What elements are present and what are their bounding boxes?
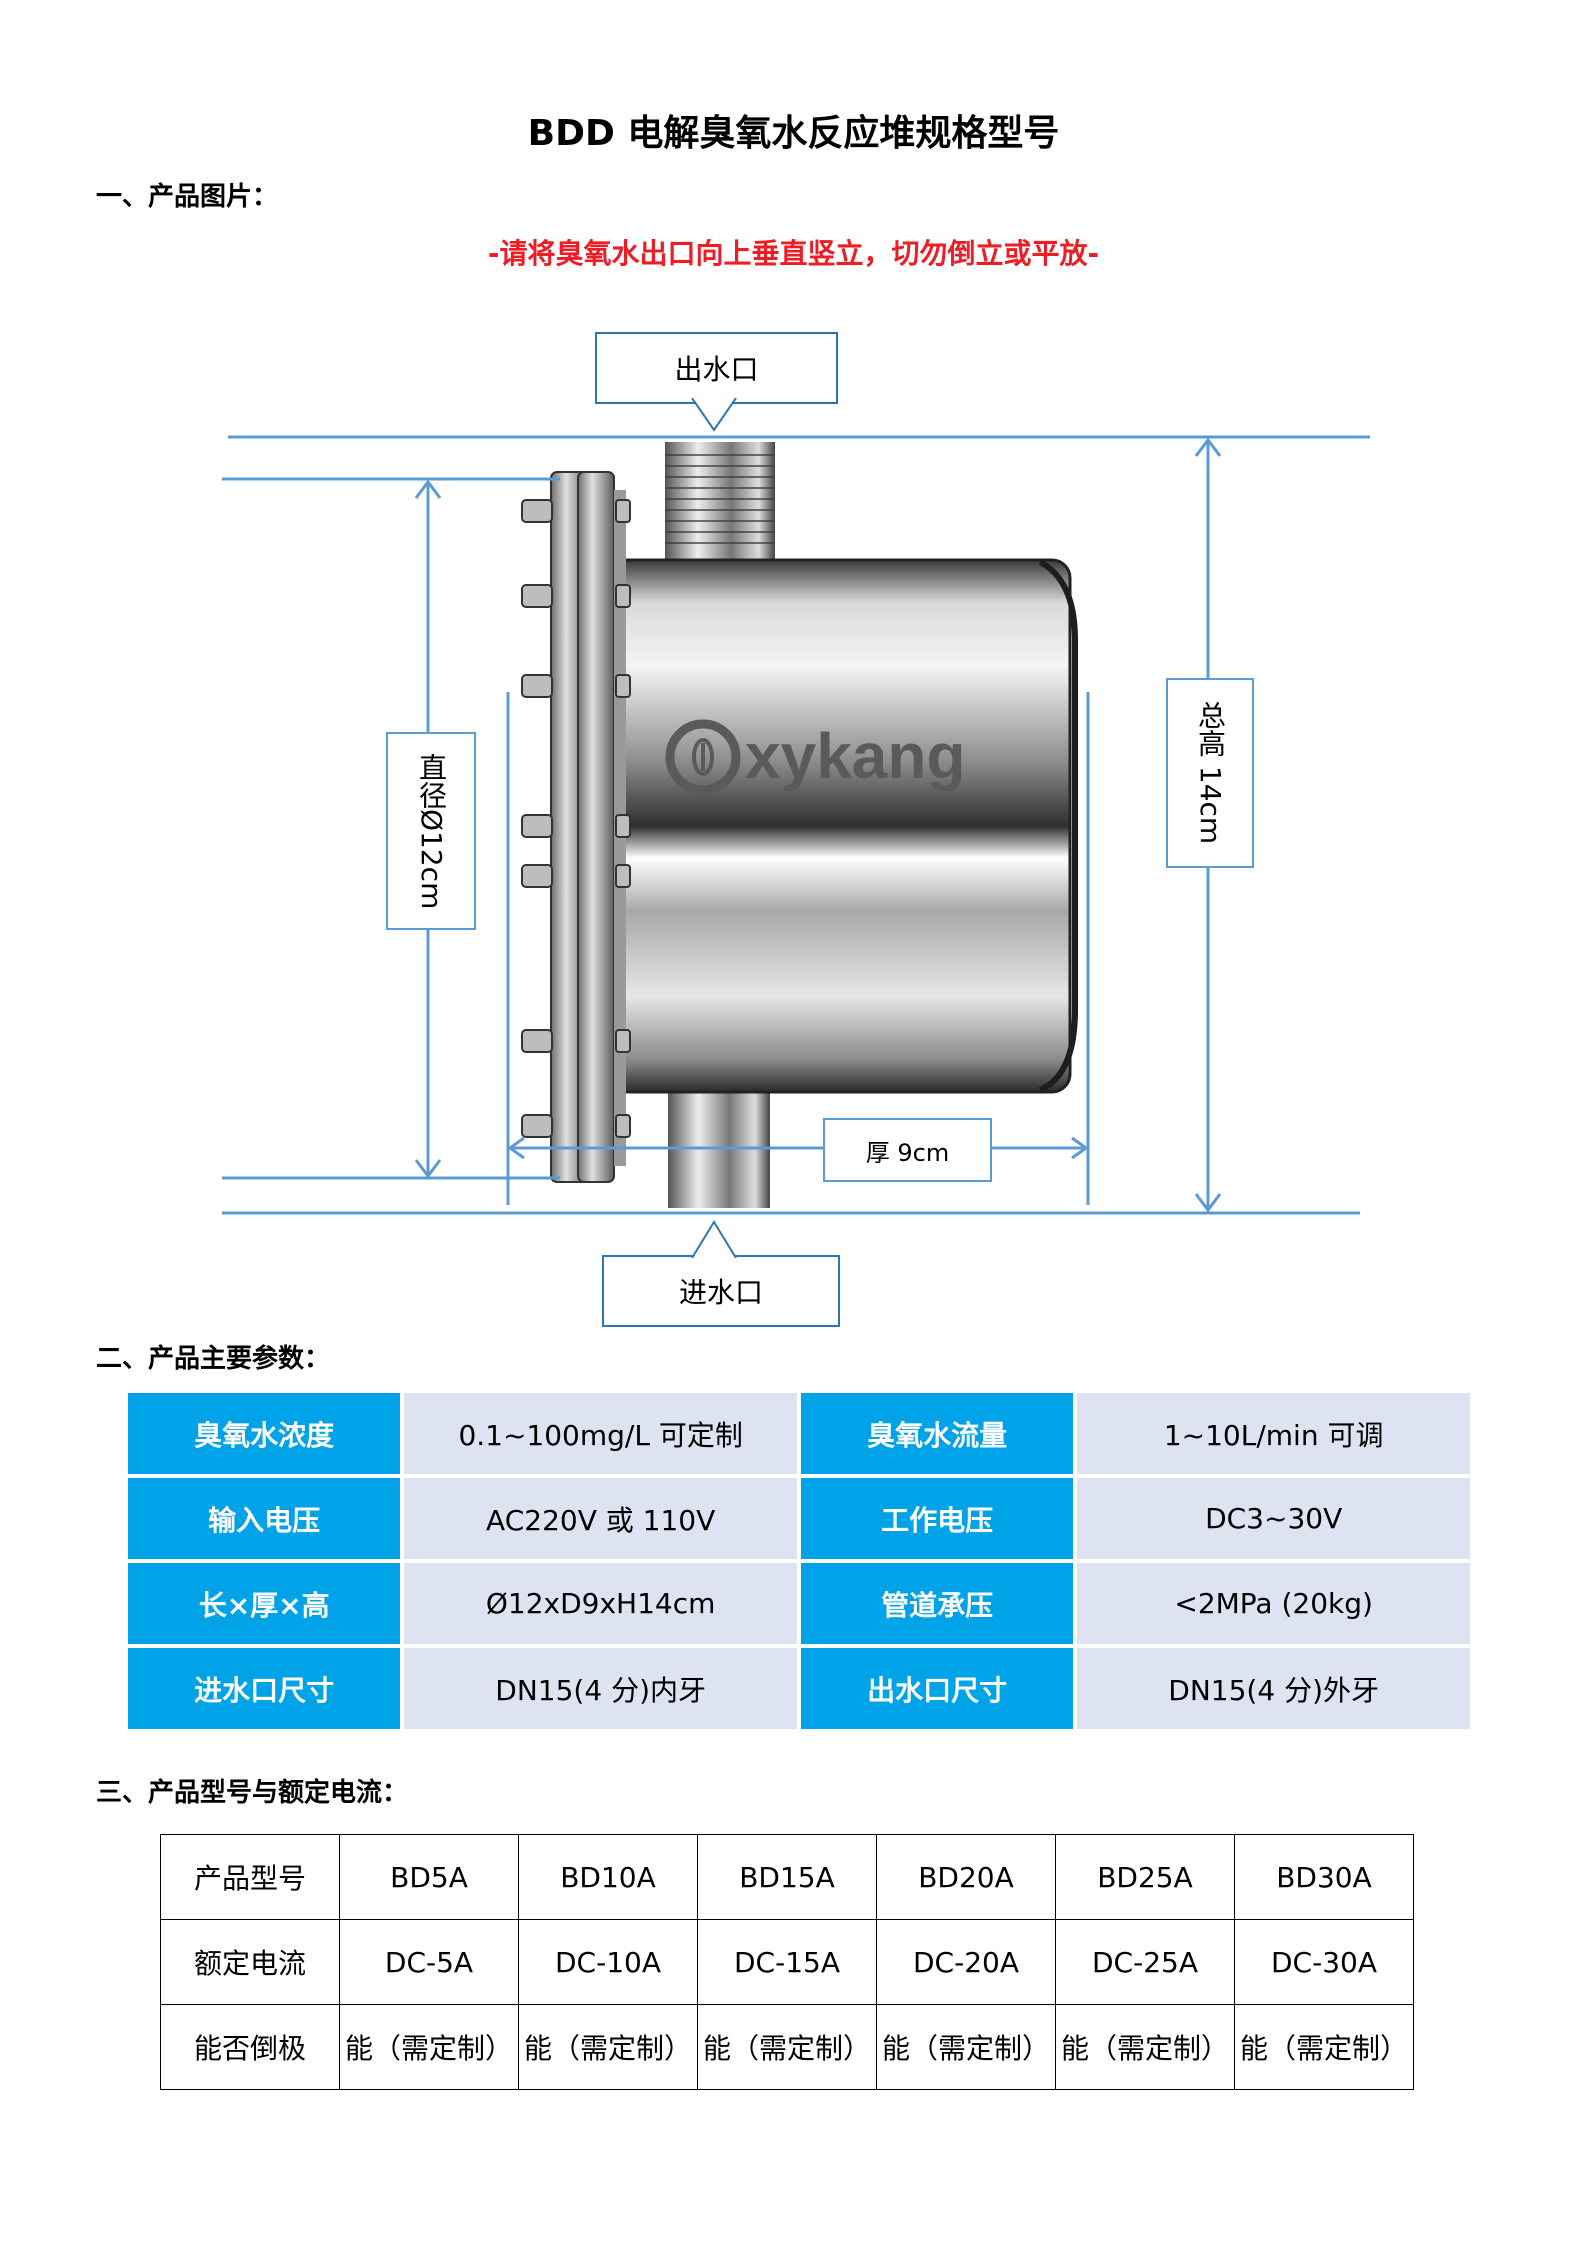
param-key: 工作电压 bbox=[800, 1478, 1074, 1559]
table-cell: BD20A bbox=[876, 1834, 1056, 1920]
param-value: AC220V 或 110V bbox=[404, 1478, 797, 1559]
table-row: 进水口尺寸 DN15(4 分)内牙 出水口尺寸 DN15(4 分)外牙 bbox=[128, 1648, 1470, 1729]
table-cell: 额定电流 bbox=[160, 1919, 340, 2005]
table-cell: 能（需定制） bbox=[339, 2004, 519, 2090]
outlet-callout: 出水口 bbox=[595, 332, 838, 404]
table-cell: BD15A bbox=[697, 1834, 877, 1920]
diameter-label: 直径Ø12cm bbox=[386, 732, 476, 930]
table-cell: DC-25A bbox=[1055, 1919, 1235, 2005]
thickness-label: 厚 9cm bbox=[823, 1118, 992, 1182]
inlet-callout-pointer bbox=[691, 1220, 737, 1258]
table-row: 能否倒极 能（需定制） 能（需定制） 能（需定制） 能（需定制） 能（需定制） … bbox=[160, 2004, 1414, 2090]
table-cell: BD30A bbox=[1234, 1834, 1414, 1920]
param-key: 长×厚×高 bbox=[128, 1563, 401, 1644]
parameter-table: 臭氧水浓度 0.1~100mg/L 可定制 臭氧水流量 1~10L/min 可调… bbox=[124, 1389, 1474, 1733]
param-value: 1~10L/min 可调 bbox=[1077, 1393, 1470, 1474]
table-row: 额定电流 DC-5A DC-10A DC-15A DC-20A DC-25A D… bbox=[160, 1919, 1414, 2005]
reactor-illustration: xykang bbox=[222, 435, 1370, 1215]
flange-bolts bbox=[521, 499, 631, 1138]
param-value: DN15(4 分)外牙 bbox=[1077, 1648, 1470, 1729]
reactor-body bbox=[598, 558, 1078, 1094]
table-row: 输入电压 AC220V 或 110V 工作电压 DC3~30V bbox=[128, 1478, 1470, 1559]
table-row: 臭氧水浓度 0.1~100mg/L 可定制 臭氧水流量 1~10L/min 可调 bbox=[128, 1393, 1470, 1474]
param-key: 输入电压 bbox=[128, 1478, 401, 1559]
model-table: 产品型号 BD5A BD10A BD15A BD20A BD25A BD30A … bbox=[160, 1834, 1414, 2090]
param-value: 0.1~100mg/L 可定制 bbox=[404, 1393, 797, 1474]
orientation-warning: -请将臭氧水出口向上垂直竖立，切勿倒立或平放- bbox=[487, 237, 1100, 270]
param-value: DC3~30V bbox=[1077, 1478, 1470, 1559]
table-cell: DC-10A bbox=[518, 1919, 698, 2005]
param-key: 进水口尺寸 bbox=[128, 1648, 401, 1729]
section-heading-product-image: 一、产品图片： bbox=[96, 182, 279, 212]
param-key: 管道承压 bbox=[800, 1563, 1074, 1644]
param-value: DN15(4 分)内牙 bbox=[404, 1648, 797, 1729]
param-key: 臭氧水流量 bbox=[800, 1393, 1074, 1474]
table-cell: 能（需定制） bbox=[1234, 2004, 1414, 2090]
table-cell: DC-15A bbox=[697, 1919, 877, 2005]
outlet-callout-pointer bbox=[691, 398, 737, 432]
section-heading-models: 三、产品型号与额定电流： bbox=[96, 1778, 409, 1808]
param-value: Ø12xD9xH14cm bbox=[404, 1563, 797, 1644]
table-cell: 能（需定制） bbox=[876, 2004, 1056, 2090]
inlet-callout: 进水口 bbox=[602, 1255, 840, 1327]
param-value: <2MPa (20kg) bbox=[1077, 1563, 1470, 1644]
page-title: BDD 电解臭氧水反应堆规格型号 bbox=[527, 113, 1060, 154]
param-key: 出水口尺寸 bbox=[800, 1648, 1074, 1729]
table-row: 产品型号 BD5A BD10A BD15A BD20A BD25A BD30A bbox=[160, 1834, 1414, 1920]
svg-text:xykang: xykang bbox=[745, 720, 966, 792]
table-cell: DC-20A bbox=[876, 1919, 1056, 2005]
section-heading-parameters: 二、产品主要参数： bbox=[96, 1344, 331, 1374]
product-diagram: xykang bbox=[0, 300, 1587, 1340]
table-cell: DC-5A bbox=[339, 1919, 519, 2005]
param-key: 臭氧水浓度 bbox=[128, 1393, 401, 1474]
table-cell: BD5A bbox=[339, 1834, 519, 1920]
table-cell: BD25A bbox=[1055, 1834, 1235, 1920]
table-cell: DC-30A bbox=[1234, 1919, 1414, 2005]
table-cell: BD10A bbox=[518, 1834, 698, 1920]
table-row: 长×厚×高 Ø12xD9xH14cm 管道承压 <2MPa (20kg) bbox=[128, 1563, 1470, 1644]
table-cell: 能（需定制） bbox=[1055, 2004, 1235, 2090]
table-cell: 能（需定制） bbox=[697, 2004, 877, 2090]
table-cell: 产品型号 bbox=[160, 1834, 340, 1920]
table-cell: 能（需定制） bbox=[518, 2004, 698, 2090]
flange bbox=[550, 471, 626, 1183]
oxykang-logo: xykang bbox=[665, 719, 966, 795]
height-label: 总高 14cm bbox=[1166, 678, 1254, 868]
table-cell: 能否倒极 bbox=[160, 2004, 340, 2090]
